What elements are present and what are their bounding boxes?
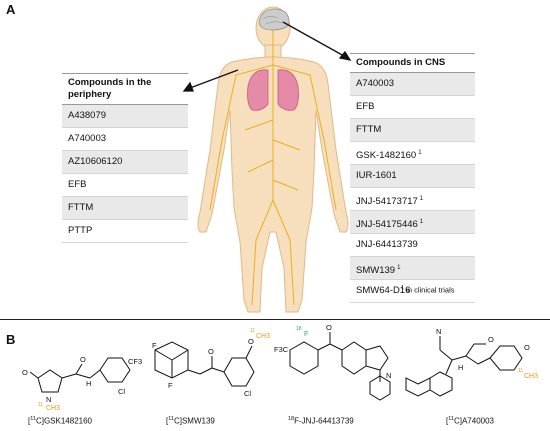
a74-nh-label: H (458, 363, 463, 372)
cns-compound-name: JNJ-54175446 (356, 218, 418, 230)
caption-bracket: [ (166, 416, 169, 426)
cns-compound-row: A740003 (350, 72, 475, 96)
structure-gsk1482160 (29, 357, 131, 393)
cns-compound-row: EFB (350, 96, 475, 119)
a74-ether-o-label: O (524, 343, 530, 352)
cns-compound-name: IUR-1601 (356, 169, 397, 181)
cns-table-title: Compounds in CNS (350, 53, 475, 73)
smw-ch3-label: CH3 (256, 333, 270, 340)
jnj-n-label: N (386, 371, 391, 380)
smw-f2-label: F (168, 381, 173, 390)
a74-ch3-label: CH3 (524, 373, 538, 380)
smw-ether-o-label: O (248, 337, 254, 346)
caption-a740003: [11C]A740003 (446, 416, 494, 426)
jnj-f3c-label: F3C (274, 345, 289, 354)
caption-isotope: 18 (288, 416, 295, 422)
caption-isotope: 11 (448, 416, 454, 422)
cns-compound-name: EFB (356, 100, 375, 112)
periphery-table-title: Compounds in the periphery (62, 73, 188, 105)
clinical-trial-mark: 1 (397, 264, 401, 271)
smw-f1-label: F (152, 341, 157, 350)
a74-n-label: N (436, 327, 441, 336)
caption-isotope: 11 (168, 416, 174, 422)
clinical-trials-footnote: 1 in clinical trials (401, 285, 455, 295)
panel-a-label: A (6, 2, 16, 17)
periphery-compound-row: AZ10606120 (62, 150, 188, 174)
a74-iso-label: 11 (518, 368, 523, 374)
caption-gsk1482160: [11C]GSK1482160 (28, 416, 92, 426)
cns-compound-name: JNJ-64413739 (356, 238, 418, 250)
caption-name: C]SMW139 (173, 416, 215, 426)
structure-smw139 (154, 341, 255, 387)
gsk-carbonyl-o-label: O (80, 355, 86, 364)
cns-compound-name: SMW64-D16 (356, 284, 411, 296)
periphery-compound-row: EFB (62, 174, 188, 197)
smw-cl-label: Cl (244, 389, 251, 398)
cns-compound-name: JNJ-54173717 (356, 195, 418, 207)
gsk-cf3-label: CF3 (128, 357, 142, 366)
caption-name: F-JNJ-64413739 (294, 416, 354, 426)
cns-compound-row: IUR-1601 (350, 164, 475, 188)
chemical-structures: O N CH3 11 O H Cl CF3 F F O O CH3 11 Cl … (22, 323, 538, 412)
cns-compound-row: SMW64-D16 (350, 280, 475, 303)
right-lung (277, 69, 299, 111)
cns-compound-row: JNJ-64413739 (350, 234, 475, 257)
clinical-trial-mark: 1 (418, 149, 422, 156)
periphery-compound-row: FTTM (62, 196, 188, 220)
footnote-mark: 1 (401, 285, 405, 291)
jnj-f-label: F (304, 329, 309, 338)
clinical-trial-mark: 1 (419, 195, 424, 202)
structure-jnj64413739 (289, 332, 391, 401)
gsk-iso-label: 11 (38, 402, 43, 408)
panel-divider (0, 319, 550, 320)
footnote-text: in clinical trials (406, 285, 455, 295)
caption-smw139: [11C]SMW139 (166, 416, 215, 426)
caption-bracket: [ (28, 416, 31, 426)
caption-jnj64413739: 18F-JNJ-64413739 (288, 416, 354, 426)
left-lung (247, 69, 269, 111)
arrows (182, 21, 352, 92)
cns-compound-row: FTTM (350, 118, 475, 142)
caption-name: C]A740003 (453, 416, 494, 426)
periphery-compound-row: A438079 (62, 104, 188, 128)
caption-name: C]GSK1482160 (35, 416, 92, 426)
gsk-nh-label: H (86, 379, 91, 388)
panel-b-label: B (6, 332, 16, 347)
cns-compound-name: FTTM (356, 123, 382, 135)
gsk-cl-label: Cl (118, 387, 125, 396)
cns-compound-name: A740003 (356, 77, 395, 89)
caption-isotope: 11 (30, 416, 36, 422)
cns-compound-name: GSK-1482160 (356, 149, 417, 161)
periphery-compound-row: A740003 (62, 128, 188, 151)
caption-bracket: [ (446, 416, 449, 426)
nervous-system (209, 30, 337, 306)
smw-o-label: O (208, 347, 214, 356)
a74-o-label: O (488, 335, 494, 344)
gsk-o-label: O (22, 368, 28, 377)
cns-compound-name: SMW139 (356, 264, 396, 276)
jnj-o-label: O (326, 323, 332, 332)
structure-a740003 (405, 336, 523, 397)
gsk-n-label: N (46, 395, 51, 404)
periphery-compound-row: PTTP (62, 220, 188, 243)
gsk-ch3-label: CH3 (46, 405, 60, 412)
brain (258, 8, 290, 31)
clinical-trial-mark: 1 (419, 218, 424, 225)
human-body-illustration (182, 6, 352, 313)
jnj-iso-label: 18 (296, 326, 302, 332)
smw-iso-label: 11 (250, 328, 255, 334)
